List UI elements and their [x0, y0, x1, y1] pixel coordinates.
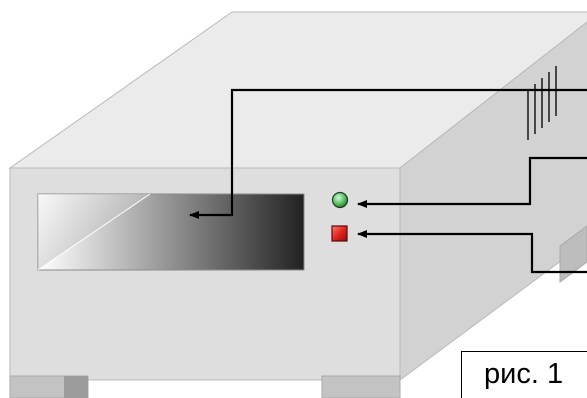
status-led-icon — [331, 191, 349, 209]
callout-arrow-slot — [189, 88, 587, 219]
figure-caption-box: рис. 1 — [461, 351, 587, 398]
device-foot-right — [321, 375, 401, 398]
callout-arrow-button — [357, 230, 587, 274]
power-button-icon — [331, 225, 348, 242]
figure-caption: рис. 1 — [484, 358, 564, 390]
device-foot-left-shadow — [64, 376, 88, 398]
media-slot — [37, 193, 305, 271]
callout-arrow-led — [357, 156, 587, 208]
device-foot-back — [559, 225, 587, 283]
